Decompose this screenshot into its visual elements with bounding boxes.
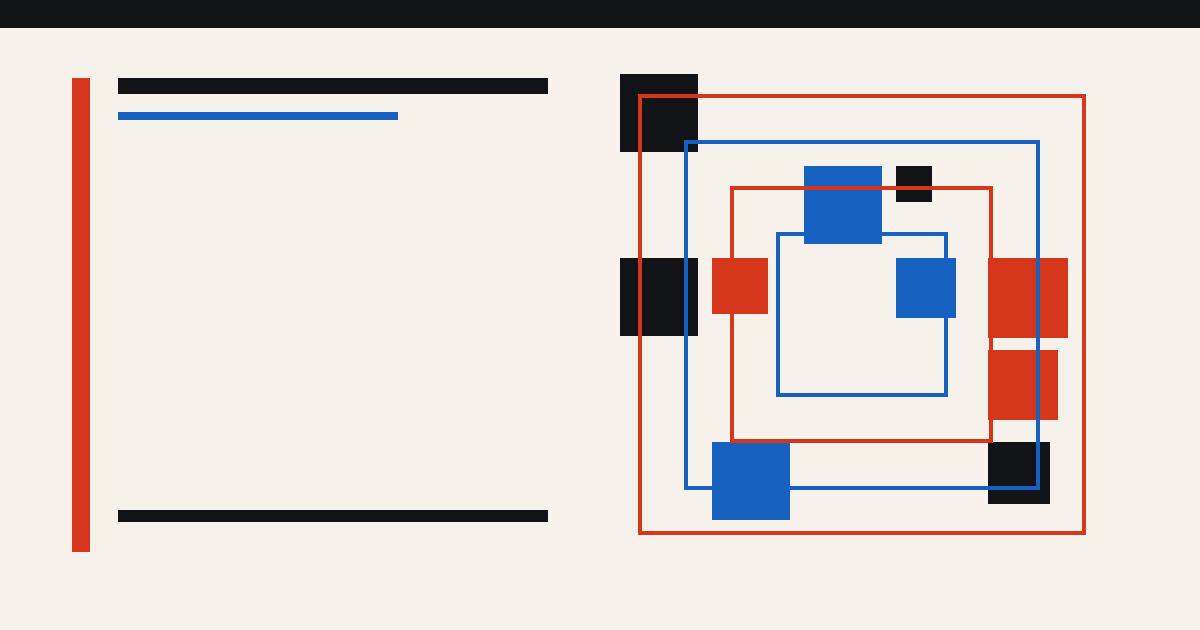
frame-outer-red — [638, 94, 1086, 535]
left-accent-bar — [72, 78, 90, 552]
block-red-right-bottom — [988, 350, 1058, 420]
title-rule — [118, 78, 548, 94]
footer-rule — [118, 510, 548, 522]
block-red-right-top — [988, 258, 1068, 338]
block-ink-top-left — [620, 74, 698, 152]
top-bar — [0, 0, 1200, 28]
block-ink-bottom-right — [988, 442, 1050, 504]
subtitle-rule — [118, 112, 398, 120]
frame-red — [730, 186, 993, 443]
block-ink-middle-left — [620, 258, 698, 336]
block-blue-top — [804, 166, 882, 244]
frame-inner-blue — [776, 232, 948, 397]
block-blue-right — [896, 258, 956, 318]
block-ink-small — [896, 166, 932, 202]
block-red-left — [712, 258, 768, 314]
frame-blue — [684, 140, 1040, 490]
block-blue-bottom — [712, 442, 790, 520]
